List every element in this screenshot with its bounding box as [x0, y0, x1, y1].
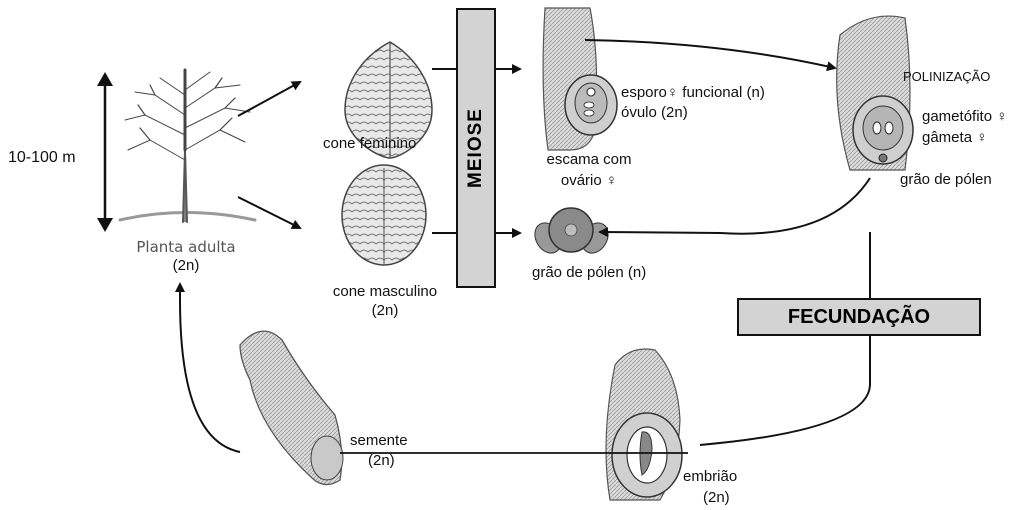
scale-with-ovary-illustration: [543, 8, 617, 150]
adult-plant-ploidy: (2n): [126, 257, 246, 275]
adult-tree-illustration: [120, 70, 255, 222]
embryo-scale-illustration: [606, 349, 682, 500]
seed-label: semente: [350, 432, 408, 450]
adult-plant-label: Planta adulta: [126, 238, 246, 256]
male-cone-illustration: [342, 165, 426, 265]
height-double-arrow: [97, 72, 113, 232]
fecundacao-label: FECUNDAÇÃO: [788, 306, 930, 329]
gametophyte-label: gametófito ♀: [922, 108, 1007, 126]
seed-illustration: [240, 331, 343, 484]
scale-ovary-label-line1: escama com: [524, 151, 654, 169]
female-cone-label: cone feminino: [323, 135, 416, 153]
gamete-label: gâmeta ♀: [922, 129, 987, 147]
meiose-label: MEIOSE: [465, 108, 487, 188]
functional-spore-label: esporo♀ funcional (n): [621, 84, 765, 102]
ovule-label: óvulo (2n): [621, 104, 688, 122]
seed-ploidy: (2n): [368, 452, 395, 470]
pollen-grain-label: grão de pólen: [900, 171, 992, 189]
scale-ovary-label-line2: ovário ♀: [524, 172, 654, 190]
height-label: 10-100 m: [8, 149, 76, 167]
embryo-ploidy: (2n): [703, 489, 730, 507]
embryo-label: embrião: [683, 468, 737, 486]
meiose-box: MEIOSE: [456, 8, 496, 288]
male-cone-ploidy: (2n): [315, 302, 455, 320]
fecundacao-box: FECUNDAÇÃO: [737, 298, 981, 336]
pollination-title: POLINIZAÇÃO: [903, 68, 990, 86]
pollen-grain-n-label: grão de pólen (n): [532, 264, 646, 282]
male-cone-label: cone masculino: [315, 283, 455, 301]
pollination-scale-illustration: [837, 16, 913, 170]
